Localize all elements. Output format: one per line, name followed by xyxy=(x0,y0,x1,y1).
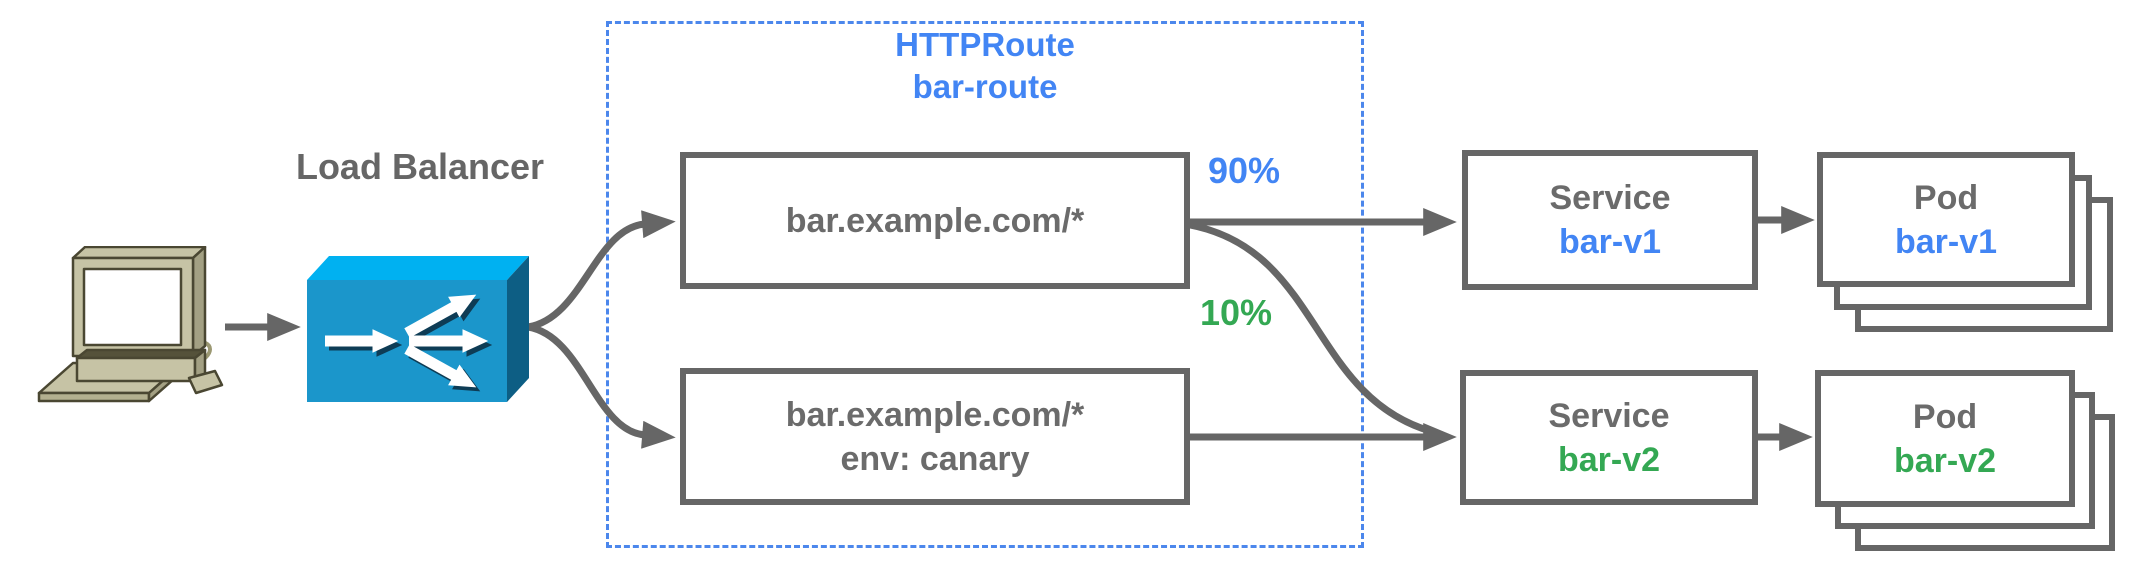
route-rule-canary: bar.example.com/* env: canary xyxy=(680,368,1190,505)
service-bar-v2-name: bar-v2 xyxy=(1557,440,1661,479)
arrow-lb-to-route2 xyxy=(527,323,676,449)
arrow-lb-to-route1 xyxy=(527,210,676,331)
pod-bar-v1-name: bar-v1 xyxy=(1894,222,1998,261)
service-bar-v1-kind: Service xyxy=(1549,179,1671,217)
route-rule-canary-match: bar.example.com/* xyxy=(785,395,1085,434)
pod-bar-v2: Pod bar-v2 xyxy=(1815,370,2075,507)
weight-label-90: 90% xyxy=(1208,150,1281,191)
pod-bar-v1: Pod bar-v1 xyxy=(1817,152,2075,287)
service-bar-v2-kind: Service xyxy=(1548,396,1670,435)
pod-bar-v2-name: bar-v2 xyxy=(1893,441,1997,480)
load-balancer-label: Load Balancer xyxy=(295,146,545,187)
route-rule-canary-header: env: canary xyxy=(840,439,1030,478)
weight-label-10: 10% xyxy=(1200,292,1273,333)
route-rule-primary-match: bar.example.com/* xyxy=(785,201,1085,240)
httproute-title: HTTPRoute bar-route xyxy=(606,24,1364,108)
service-bar-v1: Service bar-v1 xyxy=(1462,150,1758,290)
httproute-group-box xyxy=(606,21,1364,548)
load-balancer-icon xyxy=(307,256,529,402)
route-rule-primary: bar.example.com/* xyxy=(680,152,1190,289)
desktop-computer-icon xyxy=(37,246,224,403)
httproute-title-name: bar-route xyxy=(912,68,1058,105)
service-bar-v2: Service bar-v2 xyxy=(1460,370,1758,505)
service-bar-v1-name: bar-v1 xyxy=(1558,223,1662,261)
pod-bar-v1-kind: Pod xyxy=(1913,178,1979,217)
pod-bar-v2-kind: Pod xyxy=(1912,397,1978,436)
httproute-title-kind: HTTPRoute xyxy=(895,26,1075,63)
arrow-route1-to-service-v2-curve xyxy=(1189,221,1432,435)
